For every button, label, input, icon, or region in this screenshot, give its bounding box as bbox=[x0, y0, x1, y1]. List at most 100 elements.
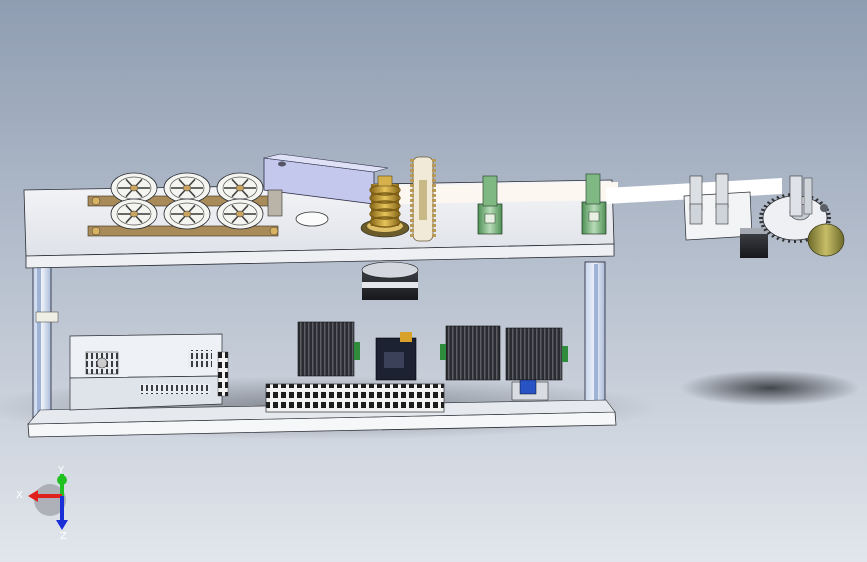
cutter-motor[interactable] bbox=[740, 232, 768, 258]
feed-gear-tooth bbox=[432, 214, 436, 217]
feed-gear-tooth bbox=[410, 174, 414, 177]
stepper-driver-1[interactable] bbox=[297, 321, 360, 377]
triad-x-head bbox=[28, 490, 38, 502]
feed-gear-tooth bbox=[410, 214, 414, 217]
feed-gear-tooth bbox=[432, 229, 436, 232]
wire-guide-arm[interactable] bbox=[263, 153, 389, 217]
under-motor-band bbox=[362, 282, 418, 288]
triad-z-label: Z bbox=[60, 531, 67, 542]
driver-1-connector bbox=[354, 342, 360, 360]
roller-mount-bolt bbox=[269, 226, 279, 236]
view-orientation-triad[interactable]: Y X Z bbox=[16, 465, 68, 542]
feed-gear-tooth bbox=[410, 159, 414, 162]
feed-gear-tooth bbox=[432, 234, 436, 237]
drive-gear-tooth bbox=[760, 224, 766, 228]
drive-gear-tooth bbox=[763, 228, 768, 232]
feed-gear[interactable] bbox=[410, 156, 436, 242]
guide-block-right-top bbox=[585, 173, 601, 205]
drive-gear-tooth bbox=[814, 198, 819, 202]
feed-gear-tooth bbox=[410, 184, 414, 187]
controller-board-chip bbox=[384, 352, 404, 368]
roller-mount-bolt bbox=[91, 226, 101, 236]
frame-right-post-inner bbox=[594, 264, 598, 420]
straightening-roller bbox=[216, 198, 264, 230]
drive-gear-tooth bbox=[766, 231, 772, 235]
feed-gear-tooth bbox=[432, 179, 436, 182]
feed-gear-hub bbox=[419, 180, 427, 220]
feed-gear-tooth bbox=[432, 224, 436, 227]
straightening-roller bbox=[163, 198, 211, 230]
spool-motor[interactable] bbox=[807, 223, 845, 257]
drive-gear-tooth bbox=[760, 208, 766, 212]
feed-gear-tooth bbox=[432, 164, 436, 167]
drive-gear[interactable] bbox=[759, 175, 831, 243]
feed-gear-tooth bbox=[432, 169, 436, 172]
drive-gear-tooth bbox=[826, 212, 831, 216]
spool-motor-body bbox=[807, 223, 845, 257]
drive-gear-tooth bbox=[818, 201, 824, 205]
drive-gear-tooth bbox=[826, 220, 831, 224]
wire-feed-track bbox=[388, 182, 618, 204]
psu-terminals bbox=[217, 351, 229, 397]
coil-ring bbox=[369, 192, 401, 204]
cutter-post-2 bbox=[715, 173, 729, 209]
controller-board-header bbox=[400, 332, 412, 342]
drive-gear-tooth bbox=[776, 195, 780, 200]
guide-block-right[interactable] bbox=[581, 173, 607, 235]
guide-block-left[interactable] bbox=[477, 175, 503, 235]
controller-board[interactable] bbox=[375, 332, 417, 381]
feed-gear-tooth bbox=[410, 229, 414, 232]
guide-arm-bore bbox=[278, 161, 286, 167]
terminal-strip[interactable] bbox=[265, 383, 445, 413]
floor-shadow-right bbox=[680, 370, 860, 406]
drive-gear-tooth bbox=[759, 212, 764, 216]
relay-module[interactable] bbox=[511, 379, 549, 401]
psu-vent-strip-2 bbox=[188, 350, 212, 368]
feed-gear-tooth bbox=[432, 174, 436, 177]
triad-z-head bbox=[56, 520, 68, 530]
feed-gear-tooth bbox=[410, 224, 414, 227]
feed-gear-tooth bbox=[432, 209, 436, 212]
feed-gear-tooth bbox=[432, 194, 436, 197]
plate-hole bbox=[295, 211, 329, 227]
frame-left-post-inner bbox=[37, 268, 41, 424]
feed-gear-tooth bbox=[410, 179, 414, 182]
straightening-roller bbox=[110, 172, 158, 204]
guide-arm-post bbox=[267, 189, 283, 217]
drive-gear-bolt bbox=[820, 204, 828, 212]
cutter-head-assembly[interactable] bbox=[683, 173, 768, 258]
drive-gear-tooth bbox=[766, 201, 772, 205]
cutter-post-4 bbox=[715, 203, 729, 225]
drive-gear-tooth bbox=[787, 239, 791, 243]
under-plate-motor[interactable] bbox=[361, 261, 419, 300]
feed-gear-tooth bbox=[410, 209, 414, 212]
stepper-driver-2[interactable] bbox=[440, 325, 501, 381]
triad-y-label: Y bbox=[57, 465, 65, 476]
drive-gear-upright bbox=[789, 175, 803, 217]
feed-gear-tooth bbox=[410, 204, 414, 207]
driver-2-connector bbox=[440, 344, 446, 360]
coil-ring bbox=[369, 216, 401, 228]
relay-module-relay bbox=[519, 379, 537, 395]
frame-left-post[interactable] bbox=[32, 265, 52, 427]
feed-gear-tooth bbox=[410, 234, 414, 237]
triad-origin-disc bbox=[34, 484, 66, 516]
spring-coil[interactable] bbox=[360, 175, 410, 238]
frame-top-plate-edge bbox=[25, 243, 615, 269]
drive-gear-tooth bbox=[763, 204, 768, 208]
drive-gear-tooth bbox=[781, 238, 785, 242]
roller-mount-bolt bbox=[91, 196, 101, 206]
power-supply[interactable] bbox=[69, 333, 229, 411]
guide-block-left-window bbox=[484, 213, 496, 224]
side-bracket bbox=[35, 311, 59, 323]
driver-3-heatsink bbox=[505, 327, 563, 381]
straightening-roller bbox=[163, 172, 211, 204]
triad-x-label: X bbox=[16, 490, 23, 501]
triad-y-head bbox=[57, 475, 67, 485]
driver-2-heatsink bbox=[445, 325, 501, 381]
drive-gear-tooth bbox=[805, 238, 809, 242]
straightening-roller-set[interactable] bbox=[87, 172, 279, 237]
stepper-driver-3[interactable] bbox=[505, 327, 568, 381]
